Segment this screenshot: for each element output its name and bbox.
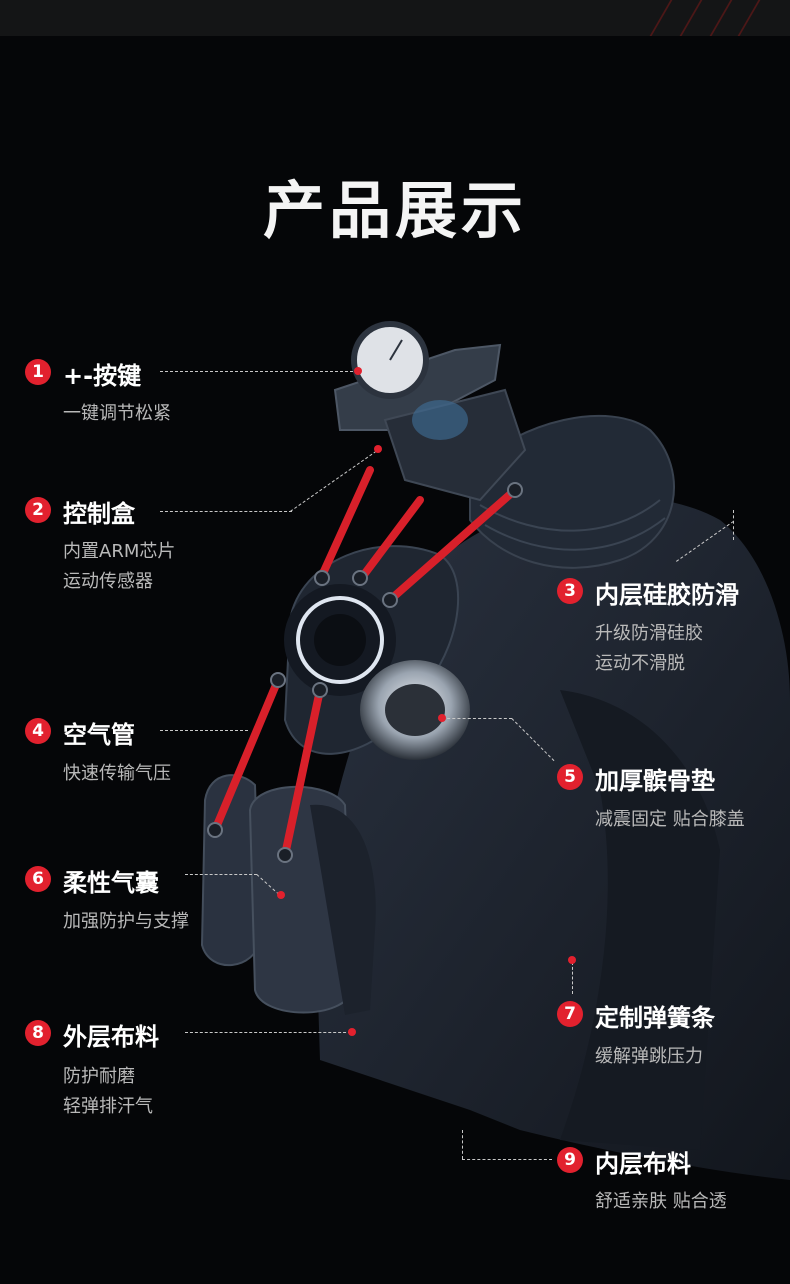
feature-number-badge: 8 (25, 1020, 51, 1046)
feature-title: +-按键 (63, 362, 142, 390)
leader-line-7 (572, 962, 573, 994)
leader-line-3 (733, 510, 734, 540)
target-dot-2 (374, 445, 382, 453)
feature-number-badge: 1 (25, 359, 51, 385)
feature-description: 减震固定 贴合膝盖 (595, 805, 745, 835)
target-dot-5 (438, 714, 446, 722)
feature-description: 升级防滑硅胶 运动不滑脱 (595, 619, 703, 679)
feature-title: 柔性气囊 (63, 869, 159, 897)
feature-title: 内层硅胶防滑 (595, 581, 739, 609)
top-banner-strip (0, 0, 790, 36)
feature-number-badge: 9 (557, 1147, 583, 1173)
feature-title: 定制弹簧条 (595, 1004, 715, 1032)
page-title: 产品展示 (262, 174, 527, 247)
feature-title: 空气管 (63, 721, 135, 749)
feature-desc-line: 运动不滑脱 (595, 653, 685, 674)
feature-number-badge: 2 (25, 497, 51, 523)
feature-desc-line: 升级防滑硅胶 (595, 623, 703, 644)
feature-desc-line: 运动传感器 (63, 571, 153, 592)
leader-line-5 (442, 718, 512, 719)
feature-description: 内置ARM芯片 运动传感器 (63, 537, 175, 597)
leader-line-4 (160, 730, 248, 731)
feature-desc-line: 一键调节松紧 (63, 403, 171, 424)
feature-title: 加厚髌骨垫 (595, 767, 715, 795)
feature-number-badge: 4 (25, 718, 51, 744)
feature-description: 防护耐磨 轻弹排汗气 (63, 1062, 153, 1122)
leader-line-9b (462, 1159, 552, 1160)
leader-line-1 (160, 371, 358, 372)
feature-number-badge: 6 (25, 866, 51, 892)
feature-description: 一键调节松紧 (63, 399, 171, 429)
feature-desc-line: 轻弹排汗气 (63, 1096, 153, 1117)
feature-desc-line: 舒适亲肤 贴合透 (595, 1191, 727, 1212)
target-dot-6 (277, 891, 285, 899)
feature-desc-line: 防护耐磨 (63, 1066, 135, 1087)
feature-description: 缓解弹跳压力 (595, 1042, 703, 1072)
feature-description: 快速传输气压 (63, 759, 171, 789)
feature-title: 内层布料 (595, 1150, 691, 1178)
feature-description: 加强防护与支撑 (63, 907, 189, 937)
feature-desc-line: 内置ARM芯片 (63, 541, 176, 562)
target-dot-1 (354, 367, 362, 375)
target-dot-7 (568, 956, 576, 964)
feature-description: 舒适亲肤 贴合透 (595, 1187, 727, 1217)
feature-number-badge: 7 (557, 1001, 583, 1027)
leader-line-2 (160, 511, 292, 512)
feature-desc-line: 快速传输气压 (63, 763, 171, 784)
feature-desc-line: 加强防护与支撑 (63, 911, 189, 932)
feature-title: 控制盒 (63, 500, 135, 528)
feature-number-badge: 3 (557, 578, 583, 604)
leader-line-9 (462, 1130, 463, 1159)
leader-line-6 (185, 874, 257, 875)
feature-title: 外层布料 (63, 1023, 159, 1051)
feature-number-badge: 5 (557, 764, 583, 790)
feature-desc-line: 减震固定 贴合膝盖 (595, 809, 745, 830)
target-dot-8 (348, 1028, 356, 1036)
feature-desc-line: 缓解弹跳压力 (595, 1046, 703, 1067)
leader-line-8 (185, 1032, 351, 1033)
